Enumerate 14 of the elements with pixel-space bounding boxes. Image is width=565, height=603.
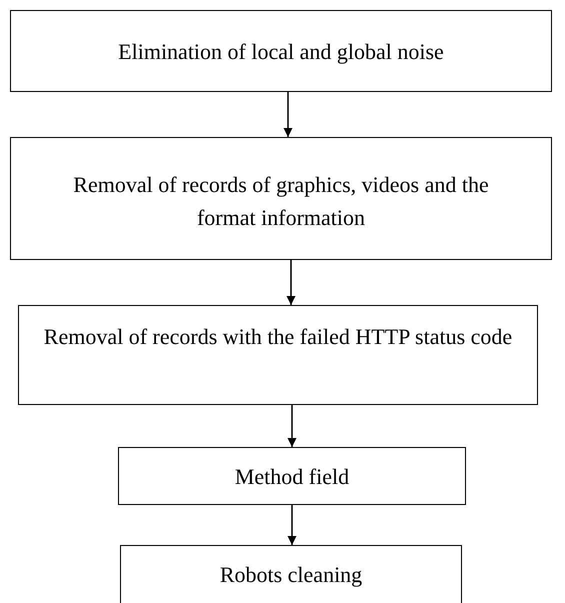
step-text: Removal of records of graphics, videos and the format information [72, 171, 490, 232]
arrow [288, 505, 296, 545]
arrow [284, 92, 292, 137]
process-box [10, 137, 552, 260]
process-box [18, 305, 538, 405]
step-text: Robots cleaning [220, 561, 362, 589]
arrow [286, 260, 296, 305]
arrow [288, 405, 296, 447]
step-text: Method field [234, 463, 350, 491]
step-text: Elimination of local and global noise [118, 38, 444, 66]
process-box [118, 447, 466, 505]
process-box [120, 545, 462, 603]
step-text: Removal of records with the failed HTTP status code [44, 323, 512, 351]
process-box [10, 10, 552, 92]
